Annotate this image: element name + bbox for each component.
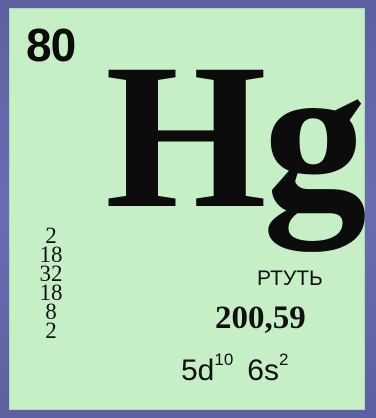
configuration-term: 5d10 [181,351,233,387]
atomic-number: 80 [26,19,76,71]
shell-count: 2 [45,318,57,343]
electron-shells: 2 18 32 18 8 2 [33,223,69,343]
configuration-term: 6s2 [247,351,288,387]
element-tile: 80 Hg 2 18 32 18 8 2 РТУТЬ 200,59 5d10 6s… [9,8,367,410]
shell-count: 18 [39,280,63,305]
orbital-label: 5d [181,354,215,387]
element-symbol: Hg [105,21,367,251]
element-name: РТУТЬ [257,267,323,290]
orbital-label: 6s [247,354,279,387]
shell-count: 8 [45,299,57,324]
shell-count: 2 [45,223,57,248]
electron-configuration: 5d10 6s2 [181,351,288,387]
shell-count: 18 [39,242,63,267]
atomic-mass: 200,59 [215,300,306,336]
electron-count: 2 [278,350,289,369]
shell-count: 32 [39,261,63,286]
electron-count: 10 [214,350,234,369]
